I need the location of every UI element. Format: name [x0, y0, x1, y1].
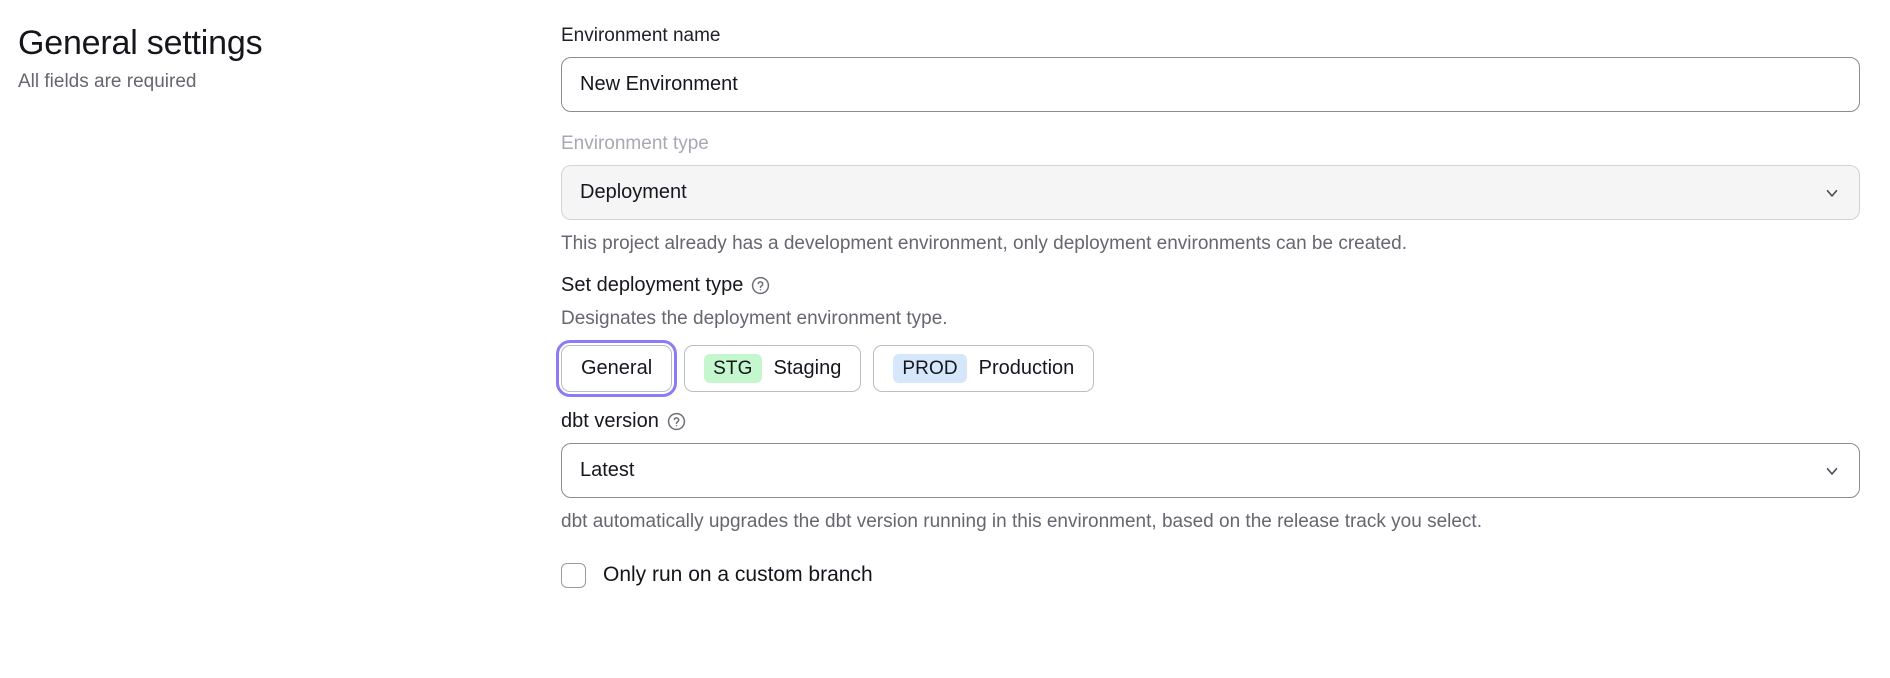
environment-type-label: Environment type [561, 133, 709, 154]
production-badge: PROD [893, 354, 967, 383]
staging-badge: STG [704, 354, 762, 383]
deployment-type-option-production[interactable]: PROD Production [873, 345, 1095, 392]
dbt-version-label: dbt version [561, 410, 659, 432]
dbt-version-select-wrap: Latest [561, 443, 1861, 498]
deployment-type-description: Designates the deployment environment ty… [561, 308, 948, 329]
deployment-type-option-general[interactable]: General [555, 340, 678, 397]
settings-form-column: Environment name New Environment Environ… [555, 24, 1861, 588]
environment-name-label: Environment name [561, 25, 721, 46]
deployment-type-option-production-label: Production [978, 357, 1075, 379]
deployment-type-field-group: Set deployment type Designates the deplo… [555, 272, 1861, 397]
dbt-version-select[interactable]: Latest [561, 443, 1860, 498]
help-circle-icon[interactable] [667, 412, 686, 431]
environment-type-helper-text: This project already has a development e… [561, 233, 1407, 254]
environment-type-field-group: Environment type Deployment This project… [561, 132, 1861, 256]
environment-name-input-wrap: New Environment [561, 57, 1861, 112]
dbt-version-field-group: dbt version Latest dbt automatically upg… [561, 408, 1861, 534]
dbt-version-selected-value: Latest [580, 459, 635, 481]
custom-branch-checkbox[interactable] [561, 562, 586, 588]
page-subtitle: All fields are required [18, 71, 197, 92]
dbt-version-helper-text: dbt automatically upgrades the dbt versi… [561, 511, 1482, 532]
deployment-type-option-staging[interactable]: STG Staging [684, 345, 862, 392]
custom-branch-label[interactable]: Only run on a custom branch [603, 563, 873, 586]
environment-type-selected-value: Deployment [580, 181, 687, 203]
environment-type-select-wrap: Deployment [561, 165, 1861, 220]
chevron-down-icon [1826, 189, 1838, 197]
deployment-type-heading: Set deployment type [561, 274, 744, 296]
custom-branch-row: Only run on a custom branch [561, 562, 1861, 588]
chevron-down-icon [1826, 467, 1838, 475]
deployment-type-option-staging-label: Staging [773, 357, 842, 379]
environment-name-field-group: Environment name New Environment [561, 24, 1861, 112]
deployment-type-heading-row: Set deployment type [561, 272, 1861, 298]
deployment-type-option-general-label: General [581, 357, 653, 379]
help-circle-icon[interactable] [751, 276, 770, 295]
deployment-type-button-group: General STG Staging PROD Production [555, 340, 1861, 397]
dbt-version-heading-row: dbt version [561, 408, 1861, 434]
environment-name-input[interactable]: New Environment [561, 57, 1860, 112]
page-title: General settings [18, 24, 263, 62]
environment-type-select[interactable]: Deployment [561, 165, 1860, 220]
settings-intro-column: General settings All fields are required [18, 22, 538, 94]
